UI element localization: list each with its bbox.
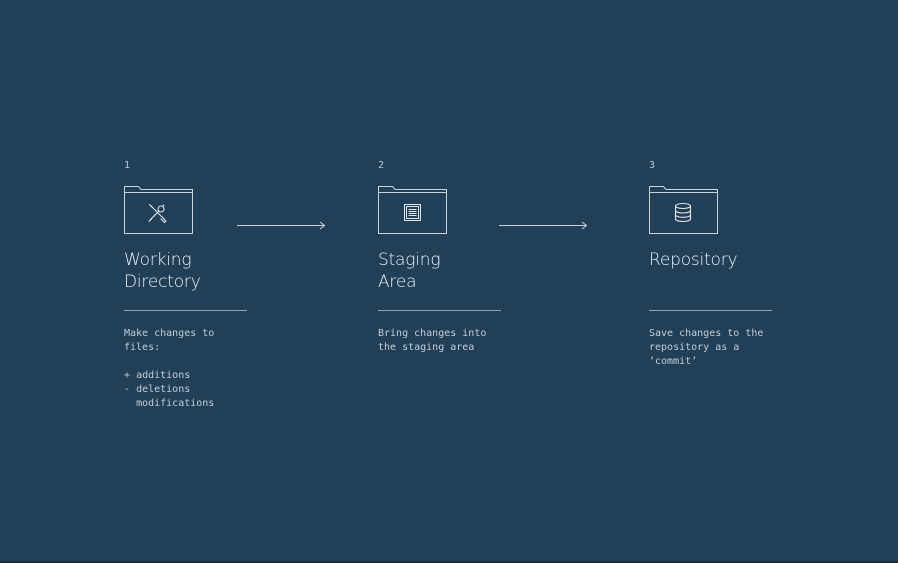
change-marker: +	[124, 370, 131, 381]
step-description: Make changes to files:	[124, 328, 215, 353]
list-item: - deletions	[124, 383, 214, 397]
arrow-icon	[237, 216, 327, 235]
divider	[649, 310, 772, 311]
change-marker	[124, 398, 130, 409]
change-marker: -	[124, 384, 131, 395]
step-title: Staging Area	[378, 250, 441, 292]
list-item: + additions	[124, 369, 214, 383]
step-number: 1	[124, 160, 131, 171]
bottom-border	[0, 561, 898, 563]
change-label: additions	[136, 370, 191, 381]
step-description: Save changes to the repository as a ‘com…	[649, 328, 764, 367]
step-title: Working Directory	[124, 250, 201, 292]
arrow-icon	[499, 216, 589, 235]
folder-icon	[378, 186, 448, 234]
step-description: Bring changes into the staging area	[378, 328, 487, 353]
step-number: 2	[378, 160, 385, 171]
step-number: 3	[649, 160, 656, 171]
database-icon	[670, 202, 696, 224]
folder-icon	[649, 186, 719, 234]
change-list: + additions - deletions modifications	[124, 369, 214, 411]
change-label: modifications	[136, 398, 215, 409]
change-label: deletions	[136, 384, 191, 395]
divider	[378, 310, 501, 311]
folder-icon	[124, 186, 194, 234]
list-item: modifications	[124, 397, 214, 411]
document-list-icon	[399, 202, 425, 224]
divider	[124, 310, 247, 311]
tools-icon	[145, 202, 171, 224]
step-title: Repository	[649, 250, 738, 270]
